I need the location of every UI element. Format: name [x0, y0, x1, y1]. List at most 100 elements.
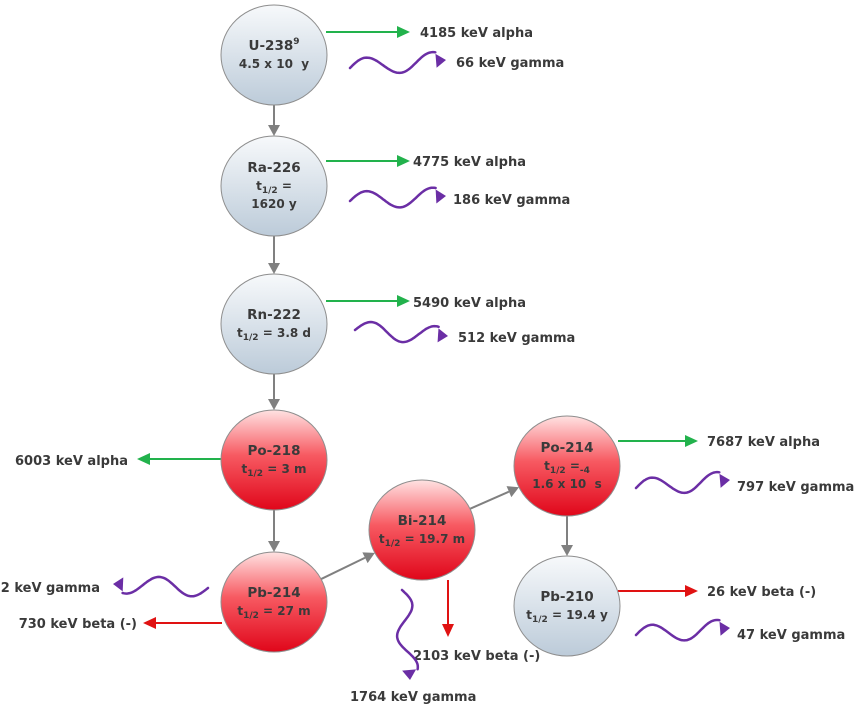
emissions: 4185 keV alpha 66 keV gamma 4775 keV alpha… — [0, 26, 854, 705]
nuclide-name: U-2389 — [248, 37, 299, 54]
gamma-emission-pb210-wave — [634, 618, 730, 642]
subscript: -4 — [580, 466, 590, 476]
nuclide-pb210: Pb-210 t1/2 = 19.4 y — [513, 555, 621, 657]
nuclide-rn222: Rn-222 t1/2 = 3.8 d — [220, 273, 328, 375]
nuclide-circle — [220, 273, 328, 375]
text-segment: = 27 m — [259, 604, 311, 618]
alpha-emission-rn222-arrow — [326, 295, 410, 307]
decay-arrow-ra226-rn222 — [268, 236, 280, 274]
text-segment: Pb-210 — [540, 589, 593, 605]
gamma-emission-ra226-label: 186 keV gamma — [453, 193, 570, 208]
subscript: 1/2 — [262, 186, 278, 196]
nuclide-circle — [220, 135, 328, 237]
text-segment: = — [566, 459, 580, 473]
text-segment: Ra-226 — [247, 160, 300, 176]
decay-arrow-u238-ra226 — [268, 105, 280, 136]
text-segment: t — [241, 462, 247, 476]
subscript: 1/2 — [550, 466, 566, 476]
nuclide-po214: Po-214 t1/2 =-41.6 x 10 s — [513, 415, 621, 517]
nuclide-name: Pb-210 — [540, 589, 593, 605]
text-segment: y — [293, 57, 309, 71]
decay-arrow-pb214-bi214 — [320, 552, 375, 580]
half-life-line: t1/2 = 19.4 y — [526, 608, 608, 625]
gamma-emission-rn222-wave — [353, 320, 448, 344]
text-segment: Pb-214 — [247, 585, 300, 601]
gamma-emission-pb214-wave — [113, 575, 210, 598]
text-segment: Po-214 — [541, 440, 594, 456]
nuclide-pb214: Pb-214 t1/2 = 27 m — [220, 551, 328, 653]
alpha-emission-u238-label: 4185 keV alpha — [420, 26, 533, 41]
text-segment: t — [526, 608, 532, 622]
text-segment: U-238 — [248, 38, 293, 54]
half-life-line: 1.6 x 10 s — [532, 477, 602, 491]
gamma-emission-rn222-label: 512 keV gamma — [458, 331, 575, 346]
alpha-emission-ra226-arrow — [326, 155, 410, 167]
text-segment: Rn-222 — [247, 307, 301, 323]
nuclide-bi214: Bi-214 t1/2 = 19.7 m — [368, 479, 476, 581]
nuclide-name: Ra-226 — [247, 160, 300, 176]
half-life-line: t1/2 = 3.8 d — [237, 326, 311, 343]
alpha-emission-po214-label: 7687 keV alpha — [707, 435, 820, 450]
subscript: 1/2 — [243, 333, 259, 343]
nuclide-u238: U-2389 4.5 x 10 y — [220, 4, 328, 106]
half-life-line: t1/2 = 3 m — [241, 462, 306, 479]
gamma-emission-u238-wave — [348, 50, 446, 75]
text-segment: Po-218 — [248, 443, 301, 459]
subscript: 1/2 — [385, 539, 401, 549]
text-segment: t — [379, 532, 385, 546]
text-segment: 1.6 x 10 — [532, 477, 586, 491]
nuclide-name: Po-214 — [541, 440, 594, 456]
decay-arrow-bi214-po214 — [469, 486, 519, 510]
gamma-emission-po214-wave — [634, 470, 730, 495]
alpha-emission-po218-label: 6003 keV alpha — [15, 454, 128, 469]
alpha-emission-ra226-label: 4775 keV alpha — [413, 155, 526, 170]
gamma-emission-u238-label: 66 keV gamma — [456, 56, 564, 71]
nuclide-circle — [368, 479, 476, 581]
nuclide-circle — [220, 409, 328, 511]
alpha-emission-po218-arrow — [137, 453, 222, 465]
nuclide-po218: Po-218 t1/2 = 3 m — [220, 409, 328, 511]
beta-emission-pb210-label: 26 keV beta (-) — [707, 585, 816, 600]
gamma-emission-po214-label: 797 keV gamma — [737, 480, 854, 495]
decay-arrow-po218-pb214 — [268, 510, 280, 552]
text-segment: Bi-214 — [398, 513, 447, 529]
beta-emission-pb210-arrow — [618, 585, 698, 597]
beta-emission-pb214-arrow — [143, 617, 222, 629]
half-life-line: t1/2 = 27 m — [237, 604, 310, 621]
alpha-emission-u238-arrow — [326, 26, 410, 38]
gamma-emission-bi214-label: 1764 keV gamma — [350, 690, 476, 705]
beta-emission-pb214-label: 730 keV beta (-) — [19, 617, 137, 632]
text-segment: = 19.4 y — [548, 608, 608, 622]
alpha-emission-po214-arrow — [618, 435, 698, 447]
subscript: 1/2 — [243, 611, 259, 621]
text-segment: t — [237, 326, 243, 340]
gamma-emission-pb210-label: 47 keV gamma — [737, 628, 845, 643]
nuclide-name: Rn-222 — [247, 307, 301, 323]
alpha-emission-rn222-label: 5490 keV alpha — [413, 296, 526, 311]
text-segment: s — [586, 477, 602, 491]
nuclide-name: Po-218 — [248, 443, 301, 459]
gamma-emission-pb214-label: 352 keV gamma — [0, 581, 100, 596]
half-life-line: 1620 y — [251, 197, 297, 211]
nuclide-ra226: Ra-226 t1/2 =1620 y — [220, 135, 328, 237]
subscript: 1/2 — [532, 615, 548, 625]
text-segment: = 19.7 m — [400, 532, 465, 546]
half-life-line: t1/2 =-4 — [544, 459, 590, 476]
beta-emission-bi214-label: 2103 keV beta (-) — [413, 649, 540, 664]
nuclide-circle — [513, 415, 621, 517]
text-segment: = 3.8 d — [259, 326, 311, 340]
nuclide-name: Bi-214 — [398, 513, 447, 529]
nuclide-name: Pb-214 — [247, 585, 300, 601]
beta-emission-bi214-arrow — [442, 580, 454, 637]
nuclide-circle — [220, 551, 328, 653]
subscript: 1/2 — [247, 469, 263, 479]
half-life-line: t1/2 = — [256, 179, 292, 196]
nuclide-circle — [220, 4, 328, 106]
text-segment: t — [237, 604, 243, 618]
text-segment: 4.5 x 10 — [239, 57, 293, 71]
decay-arrow-po214-pb210 — [561, 516, 573, 556]
decay-arrows — [268, 105, 573, 580]
text-segment: t — [256, 179, 262, 193]
